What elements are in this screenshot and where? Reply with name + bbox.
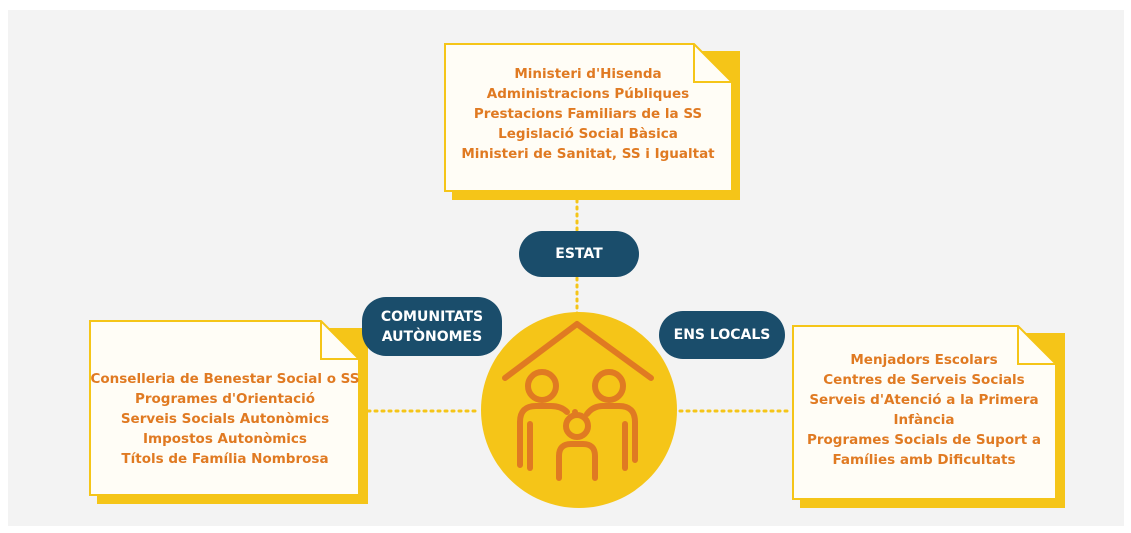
note-estat-text: Ministeri d'Hisenda Administracions Públ… <box>444 64 732 164</box>
note-estat-shape <box>444 43 740 200</box>
note-estat: Ministeri d'Hisenda Administracions Públ… <box>444 43 740 200</box>
pill-estat-label: ESTAT <box>555 246 603 262</box>
pill-ens-locals-label: ENS LOCALS <box>673 327 771 343</box>
note-ens-locals-line: Centres de Serveis Socials <box>823 372 1025 388</box>
note-estat-line: Ministeri d'Hisenda <box>514 66 662 82</box>
child-body <box>556 441 598 481</box>
adult-right-head <box>592 369 626 403</box>
family-house-icon <box>481 312 677 508</box>
note-ens-locals-line: Menjadors Escolars <box>850 352 998 368</box>
emblem-circle <box>481 312 677 508</box>
note-comunitats-line: Títols de Família Nombrosa <box>121 451 329 467</box>
note-comunitats-line: Serveis Socials Autonòmics <box>120 411 330 427</box>
pill-ens-locals: ENS LOCALS <box>659 311 785 359</box>
note-comunitats-text: Conselleria de Benestar Social o SS Prog… <box>89 369 361 469</box>
note-ens-locals-line: Infància <box>893 412 955 428</box>
adult-right-body <box>584 403 638 463</box>
note-estat-line: Administracions Públiques <box>486 86 690 102</box>
note-ens-locals-shape <box>792 325 1065 508</box>
adult-left-body <box>517 403 570 468</box>
pill-comunitats-autonomes: COMUNITATS AUTÒNOMES <box>362 297 502 356</box>
held-hands <box>572 409 578 415</box>
child-head <box>563 412 591 440</box>
note-comunitats-line: Impostos Autonòmics <box>143 431 307 447</box>
pill-comunitats-label-line2: AUTÒNOMES <box>381 328 483 345</box>
note-estat-line: Prestacions Familiars de la SS <box>473 106 703 122</box>
pill-comunitats-label-line1: COMUNITATS <box>380 308 484 325</box>
note-ens-locals-line: Serveis d'Atenció a la Primera <box>809 392 1039 408</box>
adult-left-head <box>525 369 559 403</box>
note-ens-locals-line: Programes Socials de Suport a <box>806 432 1042 448</box>
note-estat-line: Ministeri de Sanitat, SS i Igualtat <box>461 146 715 162</box>
note-comunitats-shape <box>89 320 368 504</box>
note-estat-line: Legislació Social Bàsica <box>498 126 678 142</box>
note-comunitats-line: Conselleria de Benestar Social o SS <box>90 371 360 387</box>
note-ens-locals: Menjadors Escolars Centres de Serveis So… <box>792 325 1065 508</box>
note-comunitats: Conselleria de Benestar Social o SS Prog… <box>89 320 368 504</box>
house-roof <box>502 321 654 381</box>
note-comunitats-line: Programes d'Orientació <box>134 391 315 407</box>
note-ens-locals-text: Menjadors Escolars Centres de Serveis So… <box>792 350 1056 470</box>
pill-estat: ESTAT <box>519 231 639 277</box>
note-ens-locals-line: Famílies amb Dificultats <box>832 452 1016 468</box>
